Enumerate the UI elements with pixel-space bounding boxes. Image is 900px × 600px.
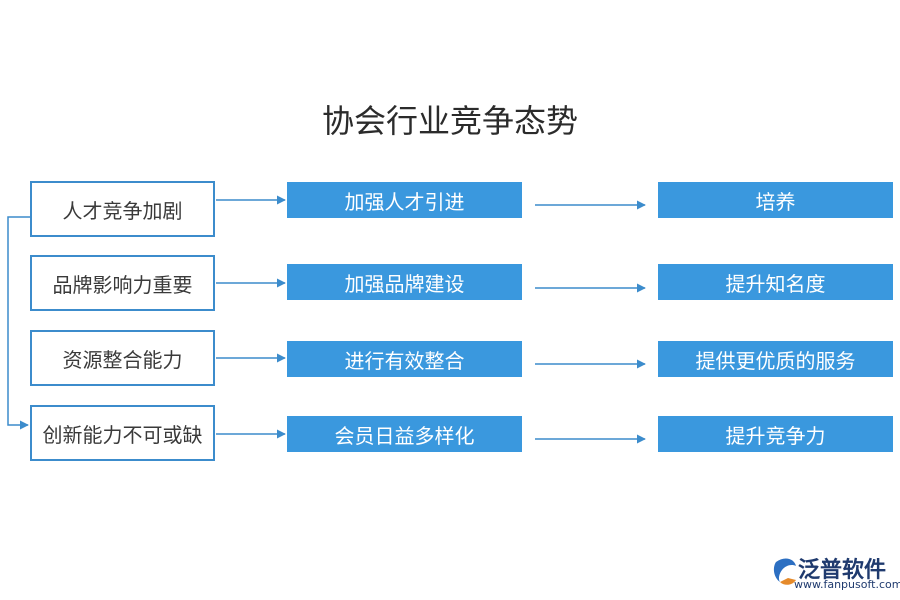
- middle-box-1: 加强人才引进: [287, 182, 522, 218]
- right-box-2: 提升知名度: [658, 264, 893, 300]
- logo-url: www.fanpusoft.com: [794, 578, 900, 591]
- left-box-3: 资源整合能力: [30, 330, 215, 386]
- left-box-4: 创新能力不可或缺: [30, 405, 215, 461]
- right-box-1: 培养: [658, 182, 893, 218]
- logo-name: 泛普软件: [798, 558, 887, 583]
- middle-box-4: 会员日益多样化: [287, 416, 522, 452]
- left-box-2: 品牌影响力重要: [30, 255, 215, 311]
- bracket-connector: [7, 216, 30, 430]
- logo-icon: [773, 558, 796, 585]
- right-box-3: 提供更优质的服务: [658, 341, 893, 377]
- middle-box-2: 加强品牌建设: [287, 264, 522, 300]
- left-box-1: 人才竞争加剧: [30, 181, 215, 237]
- middle-box-3: 进行有效整合: [287, 341, 522, 377]
- right-box-4: 提升竞争力: [658, 416, 893, 452]
- diagram-title: 协会行业竞争态势: [321, 102, 578, 140]
